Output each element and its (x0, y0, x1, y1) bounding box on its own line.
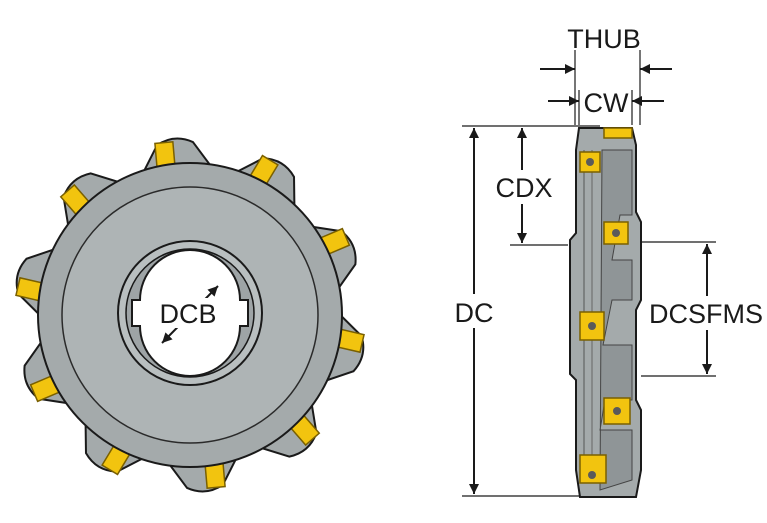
front-view: DCB (15, 137, 365, 493)
cw-label: CW (584, 88, 629, 118)
dc-label: DC (455, 298, 494, 328)
side-view: THUB CW DC CDX DCSFMS (450, 24, 764, 498)
side-insert-1 (579, 151, 601, 173)
side-insert-3 (579, 311, 605, 341)
side-insert-top (603, 127, 633, 139)
side-insert-5 (579, 454, 607, 484)
cdx-label: CDX (495, 173, 552, 203)
side-insert-4 (603, 397, 631, 425)
dcb-label: DCB (159, 299, 216, 329)
dcsfms-label: DCSFMS (649, 299, 763, 329)
side-insert-2 (603, 221, 629, 245)
thub-label: THUB (567, 24, 641, 54)
